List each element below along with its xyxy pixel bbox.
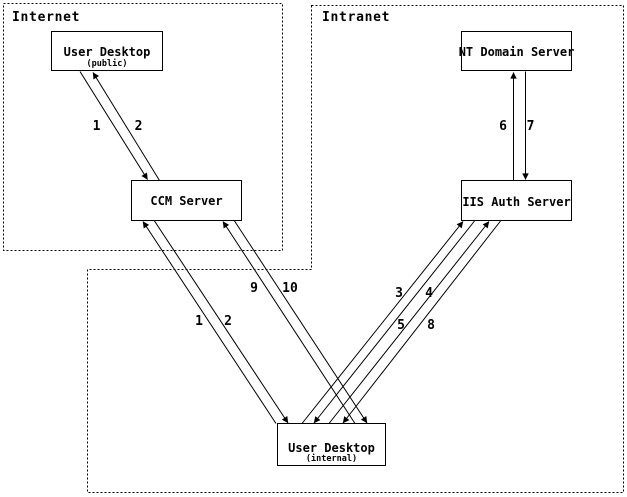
internet-zone-outline — [3, 3, 283, 251]
user-desktop-public-title: User Desktop — [64, 45, 151, 59]
ccm-server-title: CCM Server — [150, 194, 222, 208]
iis-auth-server-box — [461, 180, 572, 221]
arrow-ccm-to-internal-desktop — [154, 220, 289, 424]
node-nt-domain-server: NT Domain Server — [459, 31, 575, 71]
arrow-ccm-to-internal-desktop-b — [234, 220, 368, 424]
user-desktop-internal-box — [277, 423, 386, 466]
intranet-zone-label: Intranet — [322, 10, 390, 25]
user-desktop-public-subtitle: (public) — [87, 58, 128, 69]
step-label-4: 4 — [425, 286, 433, 301]
user-desktop-internal-subtitle: (internal) — [306, 453, 357, 464]
step-label-8: 8 — [427, 318, 435, 333]
step-label-9: 9 — [250, 281, 258, 296]
ccm-server-box — [131, 180, 242, 221]
node-user-desktop-public: User Desktop (public) — [51, 31, 163, 71]
iis-auth-server-title: IIS Auth Server — [462, 195, 570, 209]
node-user-desktop-internal: User Desktop (internal) — [277, 423, 386, 466]
step-label-6: 6 — [499, 119, 507, 134]
step-label-5: 5 — [397, 318, 405, 333]
arrow-ccm-to-public-desktop — [92, 72, 160, 181]
internet-zone-label: Internet — [12, 10, 80, 25]
user-desktop-internal-title: User Desktop — [288, 441, 375, 455]
arrow-internal-desktop-to-iis-a — [301, 221, 464, 424]
arrow-internal-desktop-to-ccm — [142, 221, 277, 424]
step-label-10: 10 — [282, 281, 298, 296]
nt-domain-server-box — [461, 31, 572, 71]
step-label-3: 3 — [395, 286, 403, 301]
nt-domain-server-title: NT Domain Server — [459, 45, 575, 59]
intranet-zone-outline — [87, 5, 624, 493]
step-label-7: 7 — [527, 119, 535, 134]
step-label-public-2: 2 — [135, 119, 143, 134]
arrow-iis-to-internal-desktop-a — [313, 220, 475, 424]
step-label-internal-2: 2 — [224, 314, 232, 329]
step-label-internal-1: 1 — [195, 314, 203, 329]
arrow-public-desktop-to-ccm — [79, 71, 148, 180]
arrow-iis-to-internal-desktop-b — [342, 220, 501, 424]
node-iis-auth-server: IIS Auth Server — [461, 180, 572, 221]
user-desktop-public-box — [51, 31, 163, 71]
step-label-public-1: 1 — [93, 119, 101, 134]
node-ccm-server: CCM Server — [131, 180, 242, 221]
arrow-internal-desktop-to-ccm-b — [222, 221, 356, 424]
arrow-internal-desktop-to-iis-b — [328, 221, 490, 424]
